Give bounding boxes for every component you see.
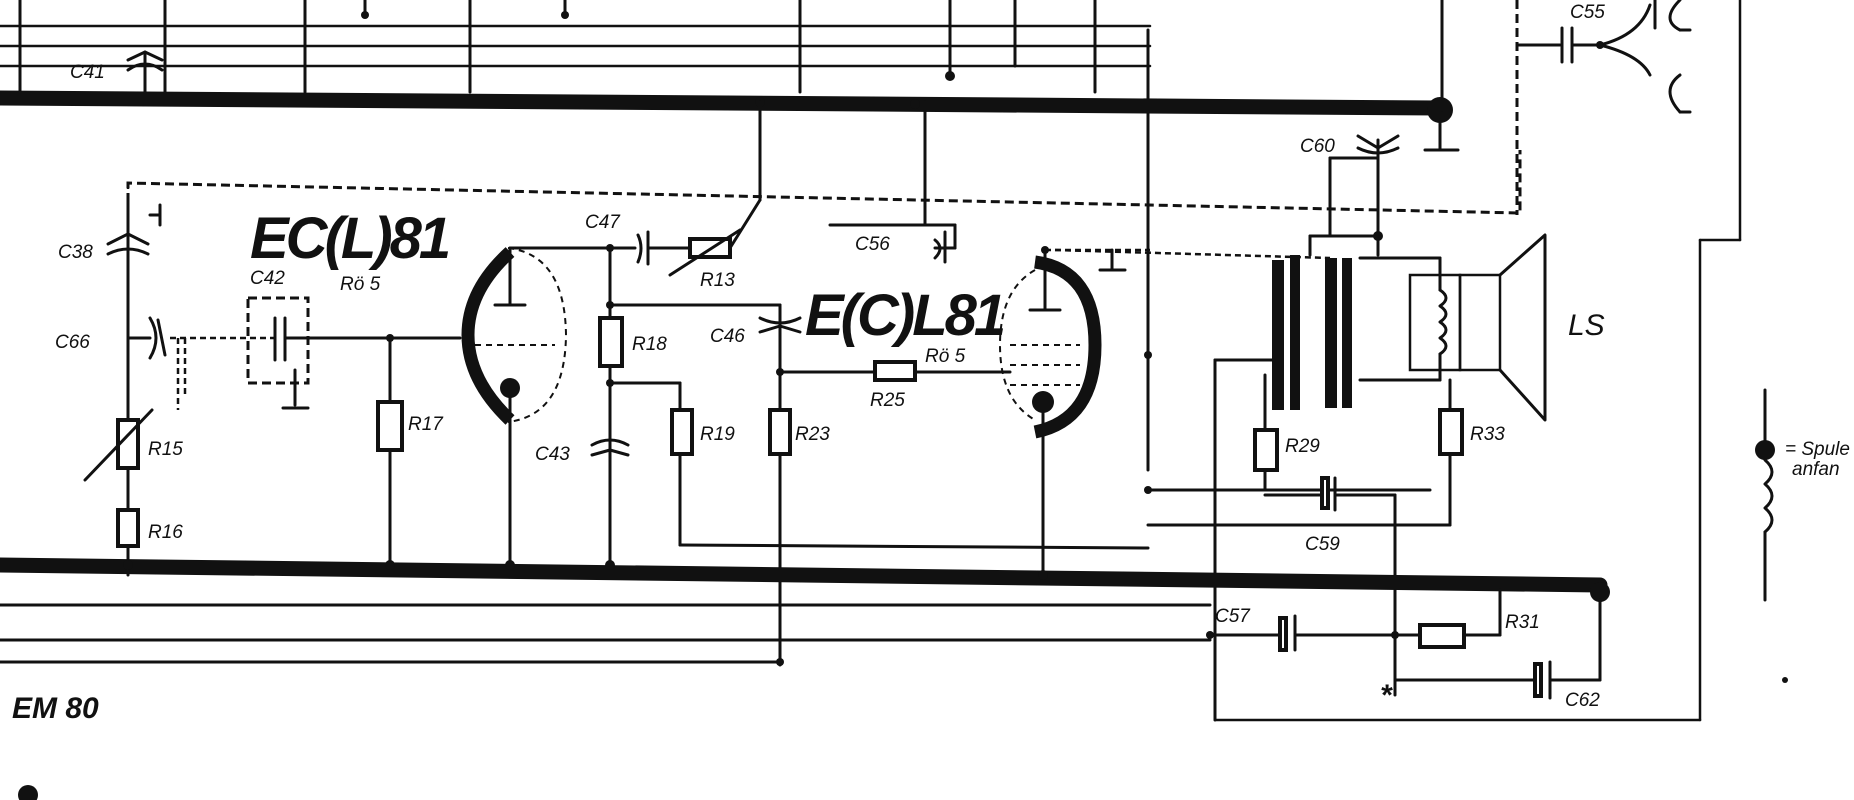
input-network — [83, 193, 462, 577]
label-r31: R31 — [1505, 612, 1540, 633]
label-r13: R13 — [700, 270, 735, 291]
label-c59: C59 — [1305, 534, 1340, 555]
tube-1 — [461, 246, 612, 567]
label-r29: R29 — [1285, 436, 1320, 457]
labels: C41 C55 C60 C38 C66 C42 R15 R16 R17 C47 … — [12, 2, 1850, 725]
label-r15: R15 — [148, 439, 183, 460]
label-c57: C57 — [1215, 606, 1251, 627]
tube-indicator-name: EM 80 — [12, 692, 99, 725]
label-r33: R33 — [1470, 424, 1505, 445]
label-c60: C60 — [1300, 136, 1335, 157]
label-c43: C43 — [535, 444, 570, 465]
label-c47: C47 — [585, 212, 621, 233]
top-bus — [0, 90, 1453, 123]
label-c46: C46 — [710, 326, 745, 347]
label-r19: R19 — [700, 424, 735, 445]
label-c62: C62 — [1565, 690, 1600, 711]
label-r18: R18 — [632, 334, 667, 355]
tube-1-name: EC(L)81 — [250, 206, 449, 271]
label-c55: C55 — [1570, 2, 1605, 23]
top-right-section — [1213, 0, 1742, 722]
output-stage — [1146, 231, 1547, 722]
tube-2-sub: Rö 5 — [925, 346, 966, 367]
legend-coil-icon — [1755, 388, 1788, 683]
label-r17: R17 — [408, 414, 444, 435]
svg-text:*: * — [1380, 679, 1393, 712]
label-c42: C42 — [250, 268, 285, 289]
legend-line-1: = Spule — [1785, 439, 1850, 460]
legend-line-2: anfan — [1792, 459, 1840, 480]
label-r16: R16 — [148, 522, 183, 543]
label-c66: C66 — [55, 332, 90, 353]
top-wiring — [0, 0, 1152, 472]
label-r23: R23 — [795, 424, 830, 445]
label-c56: C56 — [855, 234, 890, 255]
label-c41: C41 — [70, 62, 105, 83]
label-r25: R25 — [870, 390, 905, 411]
label-c38: C38 — [58, 242, 93, 263]
filter-network: * — [1206, 588, 1602, 712]
tube-1-sub: Rö 5 — [340, 274, 381, 295]
tube-2 — [998, 246, 1152, 572]
tube-2-name: E(C)L81 — [805, 283, 1004, 348]
bottom-bus — [0, 557, 1610, 666]
label-ls: LS — [1568, 309, 1605, 342]
